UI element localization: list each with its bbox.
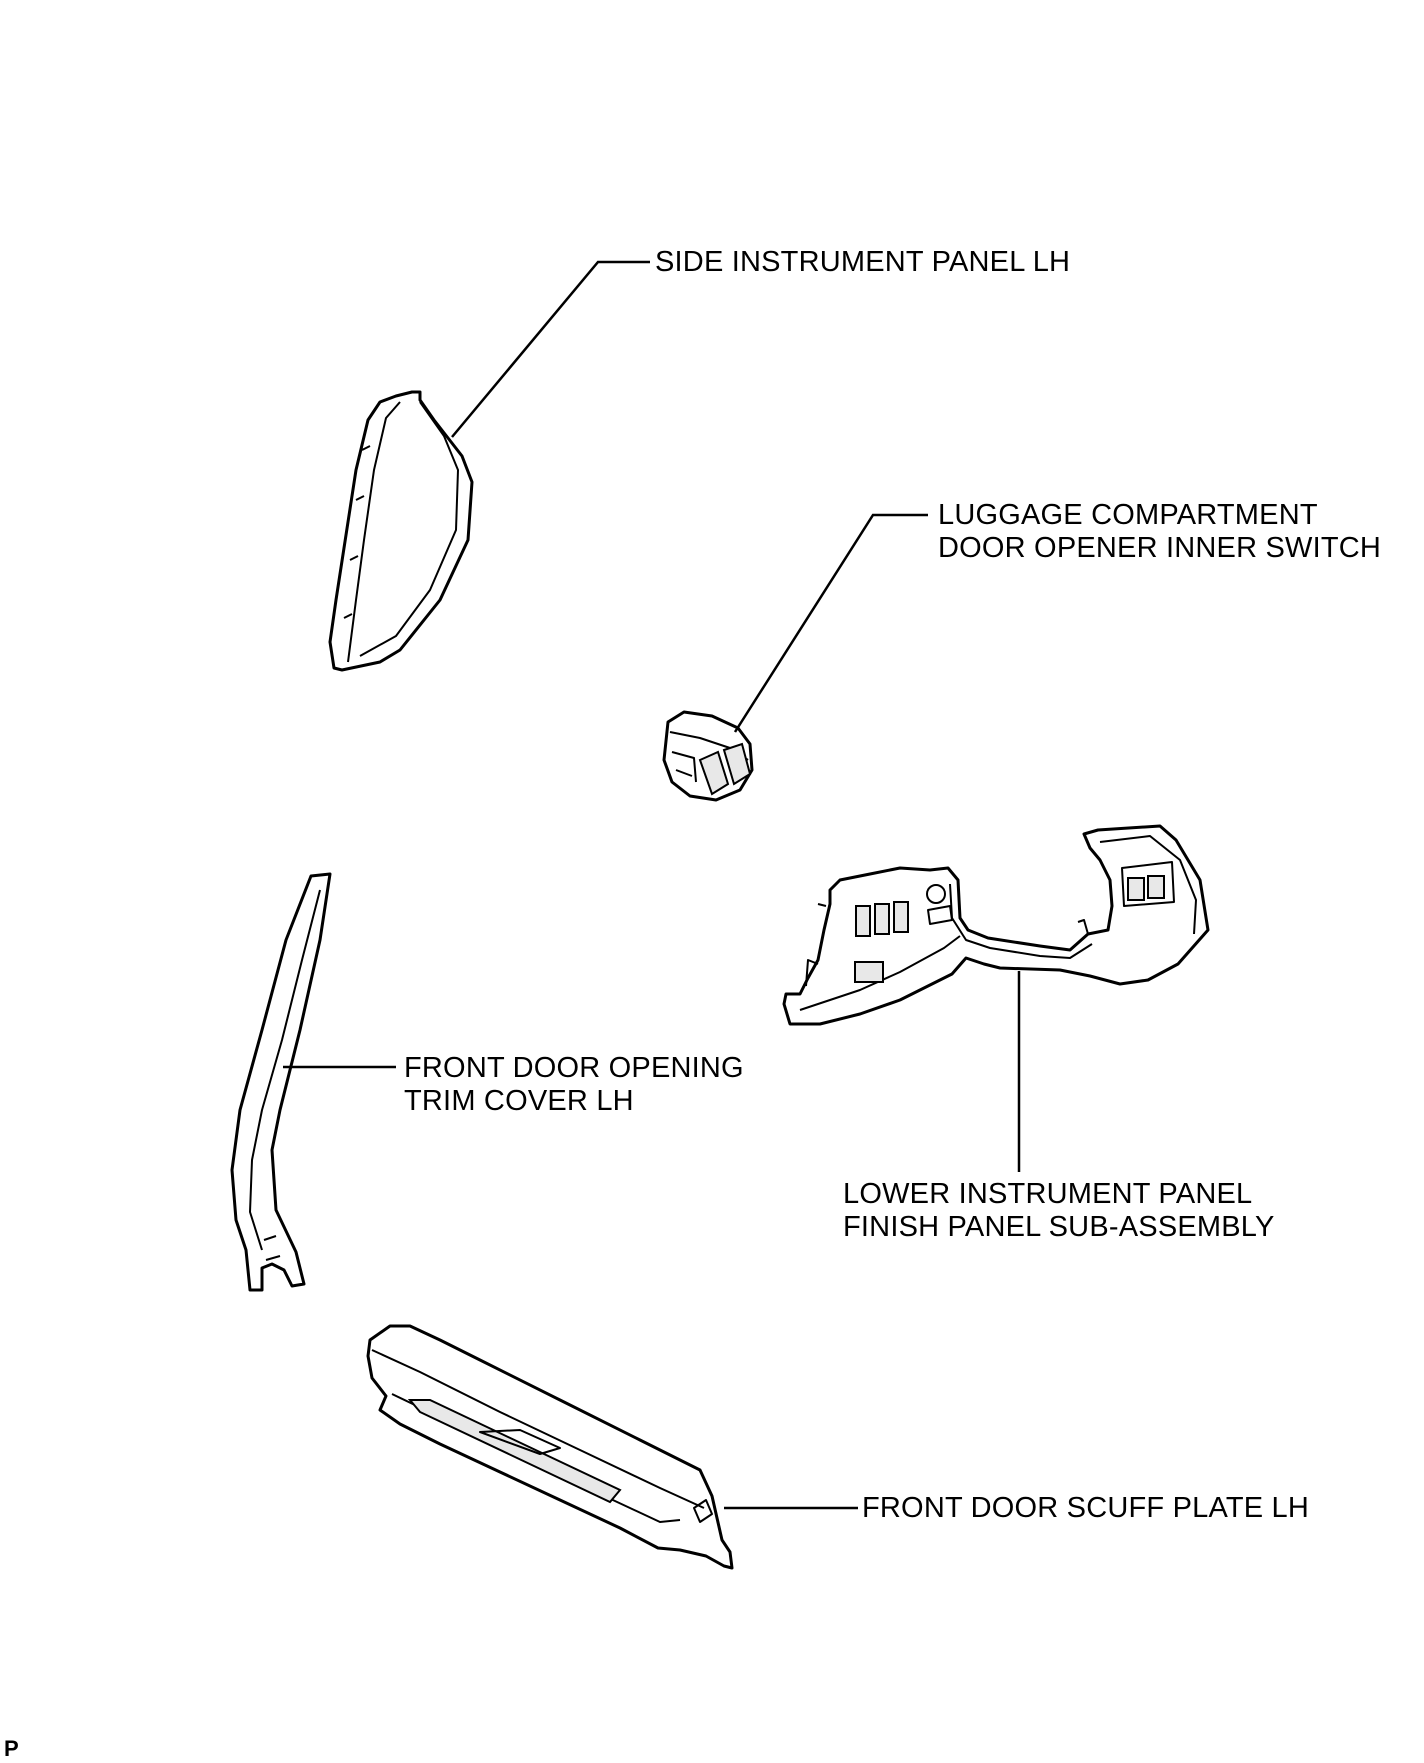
label-trim-cover-line2: TRIM COVER LH <box>404 1085 634 1117</box>
luggage-switch-leader <box>733 513 928 733</box>
label-lower-panel-line2: FINISH PANEL SUB-ASSEMBLY <box>843 1211 1275 1243</box>
scuff-plate-part <box>366 1324 734 1570</box>
label-luggage-switch-line1: LUGGAGE COMPARTMENT <box>938 499 1318 531</box>
label-lower-panel-line1: LOWER INSTRUMENT PANEL <box>843 1178 1253 1210</box>
side-panel-leader <box>451 260 650 438</box>
lower-panel-part <box>782 824 1210 1026</box>
trim-cover-part <box>230 872 332 1292</box>
side-instrument-panel-part <box>328 390 474 672</box>
luggage-switch-part <box>662 710 754 802</box>
label-luggage-switch-line2: DOOR OPENER INNER SWITCH <box>938 532 1382 564</box>
label-side-instrument-panel: SIDE INSTRUMENT PANEL LH <box>655 246 1071 278</box>
corner-mark: P <box>4 1736 19 1761</box>
label-scuff-plate: FRONT DOOR SCUFF PLATE LH <box>862 1492 1310 1524</box>
label-trim-cover-line1: FRONT DOOR OPENING <box>404 1052 744 1084</box>
